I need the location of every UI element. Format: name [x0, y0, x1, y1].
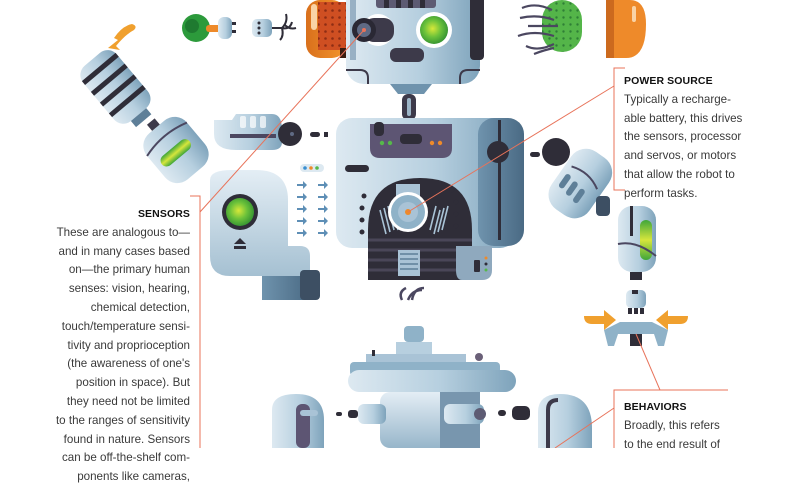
chemical-sensor [517, 0, 582, 56]
upper-arm-servo [214, 114, 328, 150]
power-source-callout: POWER SOURCE Typically a recharge- able … [624, 72, 792, 204]
sensors-line: ponents like cameras, [77, 470, 190, 484]
green-battery-pod [143, 116, 209, 184]
robot-illustration [80, 0, 728, 448]
shoulder-sensor-housing [210, 170, 320, 300]
sensors-line: touch/temperature sensi- [61, 319, 190, 333]
sensors-line: they need not be limited [66, 394, 190, 408]
robot-base [336, 286, 530, 448]
sensors-line: These are analogous to— [56, 225, 190, 239]
orange-ear-cover [606, 0, 646, 58]
sensors-line: senses: vision, hearing, [68, 282, 190, 296]
sensors-line: chemical detection, [90, 300, 190, 314]
sensors-line: can be off-the-shelf com- [61, 451, 190, 465]
sensors-line: and in many cases based [58, 244, 190, 258]
right-leg [538, 394, 592, 448]
behaviors-line: to the end result of [624, 437, 721, 451]
right-arm-servo [530, 138, 613, 219]
power-source-line: the sensors, processor [624, 130, 742, 144]
sensors-line: (the awareness of one's [67, 357, 190, 371]
power-source-title: POWER SOURCE [624, 75, 713, 87]
sensors-line: position in space). But [75, 376, 190, 390]
behaviors-line: Broadly, this refers [624, 418, 720, 432]
power-source-line: Typically a recharge- [624, 92, 731, 106]
connector-pins [297, 164, 328, 237]
sensors-callout: SENSORS These are analogous to— and in m… [40, 205, 190, 487]
power-source-line: and servos, or motors [624, 149, 737, 163]
sensors-line: to the ranges of sensitivity [55, 413, 190, 427]
left-leg [272, 394, 324, 448]
green-sensor-plug [182, 14, 236, 42]
power-source-line: perform tasks. [624, 186, 698, 200]
power-source-line: able battery, this drives [624, 111, 743, 125]
robot-head [346, 0, 484, 120]
sensors-line: tivity and proprioception [67, 338, 190, 352]
sensors-line: found in nature. Sensors [63, 432, 190, 446]
callout-lines [190, 29, 728, 448]
wire-connector [252, 13, 297, 41]
orange-ear-speaker [306, 0, 350, 58]
behaviors-title: BEHAVIORS [624, 401, 687, 413]
robot-infographic: SENSORS These are analogous to— and in m… [56, 0, 792, 483]
rotate-arrow-icon [108, 24, 136, 50]
sensors-title: SENSORS [137, 208, 190, 220]
power-source-line: that allow the robot to [624, 167, 735, 181]
sensors-line: on—the primary human [68, 263, 190, 277]
behaviors-callout: BEHAVIORS Broadly, this refers to the en… [624, 398, 792, 454]
drill-bit [80, 50, 152, 128]
gripper-hand [584, 206, 688, 346]
